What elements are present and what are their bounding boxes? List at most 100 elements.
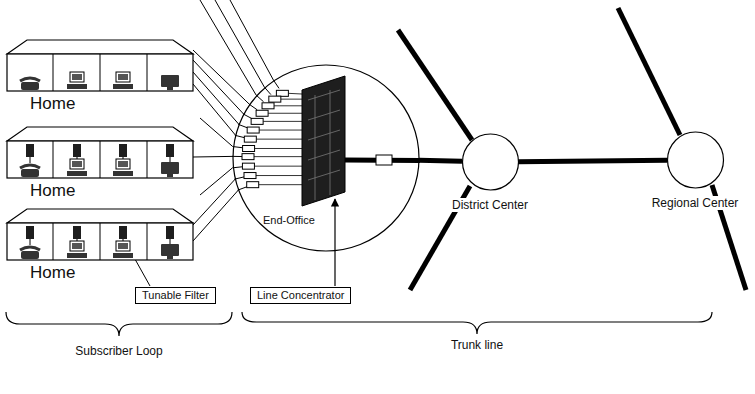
callout-box: Tunable Filter xyxy=(135,287,216,304)
subscriber-line xyxy=(193,60,244,114)
circle-outline xyxy=(646,131,745,189)
home-building: Home xyxy=(5,207,195,283)
leader-arrow xyxy=(334,199,335,286)
tunable-filter-symbol xyxy=(119,144,127,157)
node-label: District Center xyxy=(450,198,530,212)
computer-monitor xyxy=(116,241,130,251)
subscriber-line xyxy=(193,156,233,158)
tunable-filter-symbol xyxy=(26,144,34,157)
line-card xyxy=(269,96,281,102)
concentrator-hatch xyxy=(308,90,340,200)
trunk-line xyxy=(419,160,462,161)
tunable-filter-symbol xyxy=(166,226,174,239)
computer-keyboard xyxy=(67,171,87,176)
line-concentrator-symbol xyxy=(302,76,345,206)
room-wall xyxy=(100,223,101,260)
card-feed xyxy=(281,99,302,100)
house-outline xyxy=(5,207,195,261)
subscriber-line xyxy=(193,190,239,241)
room-wall xyxy=(53,54,54,91)
node-label: Home xyxy=(30,181,195,201)
telephone-symbol xyxy=(21,251,39,259)
room-wall xyxy=(147,223,148,260)
house-outline xyxy=(5,38,195,92)
card-feed xyxy=(256,139,302,140)
computer-screen xyxy=(72,74,82,80)
house-body xyxy=(7,54,193,91)
tunable-filter-symbol xyxy=(166,144,174,157)
tunable-filter-symbol xyxy=(119,226,127,239)
device-cord xyxy=(30,239,31,245)
line-card xyxy=(256,110,268,116)
telephone-handset xyxy=(20,78,40,81)
trunk-line xyxy=(518,160,667,161)
computer-screen xyxy=(118,243,128,249)
circle-outline xyxy=(446,133,535,191)
computer-screen xyxy=(72,243,82,249)
room-wall xyxy=(100,54,101,91)
tunable-filter-symbol xyxy=(73,226,81,239)
callout-box: Line Concentrator xyxy=(250,287,351,304)
node-label: Regional Center xyxy=(650,196,741,210)
card-feed xyxy=(254,166,302,167)
trunk-spoke xyxy=(618,8,680,135)
computer-keyboard xyxy=(113,84,133,89)
line-card xyxy=(276,90,288,96)
line-card xyxy=(244,136,256,142)
computer-screen xyxy=(118,74,128,80)
line-card xyxy=(242,163,254,169)
room-wall xyxy=(147,141,148,178)
tunable-filter-symbol xyxy=(73,144,81,157)
line-card xyxy=(242,154,254,160)
switching-center: District Center xyxy=(446,133,535,213)
subscriber-line xyxy=(193,72,239,125)
television-stand xyxy=(167,174,173,177)
home-building: Home xyxy=(5,38,195,114)
node-label: Tunable Filter xyxy=(142,289,209,302)
television-symbol xyxy=(161,75,179,87)
card-feed xyxy=(263,121,302,122)
node-label: Line Concentrator xyxy=(257,289,344,302)
subscriber-line xyxy=(200,118,233,147)
switching-center: Regional Center xyxy=(646,131,745,211)
television-symbol xyxy=(161,162,179,174)
tunable-filter-symbol xyxy=(26,226,34,239)
computer-keyboard xyxy=(67,253,87,258)
room-wall xyxy=(147,54,148,91)
house-outline xyxy=(5,125,195,179)
line-card xyxy=(262,103,274,109)
card-feed xyxy=(255,148,302,149)
computer-keyboard xyxy=(113,171,133,176)
trunk-card xyxy=(376,155,392,165)
room-wall xyxy=(100,141,101,178)
card-feed xyxy=(259,184,302,185)
home-building: Home xyxy=(5,125,195,201)
computer-keyboard xyxy=(67,84,87,89)
card-feed xyxy=(256,175,302,176)
bracket xyxy=(6,312,232,336)
computer-monitor xyxy=(70,241,84,251)
computer-monitor xyxy=(70,159,84,169)
bracket xyxy=(242,312,712,334)
subscriber-line xyxy=(200,0,256,95)
line-card xyxy=(251,118,263,124)
end-office-outline xyxy=(233,65,419,251)
house-roof xyxy=(7,209,193,223)
telephone-symbol xyxy=(21,169,39,177)
television-stand xyxy=(167,87,173,90)
line-card xyxy=(244,173,256,179)
card-feed xyxy=(254,156,302,157)
subscriber-line xyxy=(193,50,250,105)
trunk-spoke xyxy=(398,30,472,140)
computer-monitor xyxy=(116,159,130,169)
center-outline xyxy=(462,134,518,190)
computer-screen xyxy=(118,161,128,167)
room-wall xyxy=(53,223,54,260)
end-office-circle: End-Office xyxy=(232,64,420,252)
line-card xyxy=(243,145,255,151)
node-label: End-Office xyxy=(263,214,315,227)
telephone-handset xyxy=(20,165,40,168)
house-roof xyxy=(7,40,193,54)
computer-monitor xyxy=(116,72,130,82)
line-card xyxy=(247,182,259,188)
